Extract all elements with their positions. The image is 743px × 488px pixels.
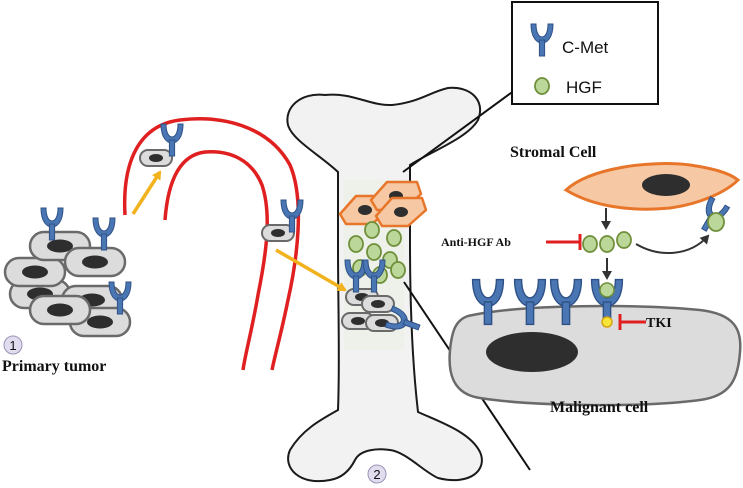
hgf-ligand-icon [366,243,382,261]
step-2-badge: 2 [367,464,387,484]
anti-hgf-ab-label: Anti-HGF Ab [441,235,511,249]
hgf-bound-icon [707,212,725,232]
tki-label: TKI [646,316,672,331]
primary-tumor-cluster [3,207,132,338]
stromal-nucleus [642,174,690,196]
migration-arrow [131,170,162,215]
malignant-cell [448,304,742,407]
circulating-tumor-cell [139,123,184,167]
migration-arrow [275,248,347,292]
stromal-cell-label: Stromal Cell [510,144,597,161]
zoom-line [402,89,516,173]
hgf-ligand-icon [386,229,402,247]
hgf-ligand-icon [616,231,632,249]
hgf-ligand-icon [599,235,615,253]
autocrine-arrow [635,234,710,254]
hgf-ligand-icon [348,235,364,253]
anti-hgf-inhibitor-icon [546,234,582,250]
legend-cmet-label: C-Met [562,38,609,57]
hgf-bound-icon [599,282,615,298]
kinase-domain-icon [601,316,613,328]
hgf-ligand-icon [582,235,598,253]
tki-inhibitor-icon [618,314,646,330]
step-2-number: 2 [373,467,380,482]
hgf-ligands [582,231,632,253]
primary-tumor-label: Primary tumor [2,358,106,375]
c-met-receptor-icon [92,217,116,251]
step-1-badge: 1 [3,335,23,355]
hgf-ligand-icon [534,77,550,95]
legend-hgf-label: HGF [566,78,602,97]
hgf-ligand-icon [364,221,380,239]
malignant-nucleus [486,332,578,372]
blood-vessel [122,117,301,371]
step-1-number: 1 [9,338,16,353]
legend: C-Met HGF [511,1,659,105]
hgf-ligand-icon [390,261,406,279]
malignant-cell-label: Malignant cell [550,399,649,416]
